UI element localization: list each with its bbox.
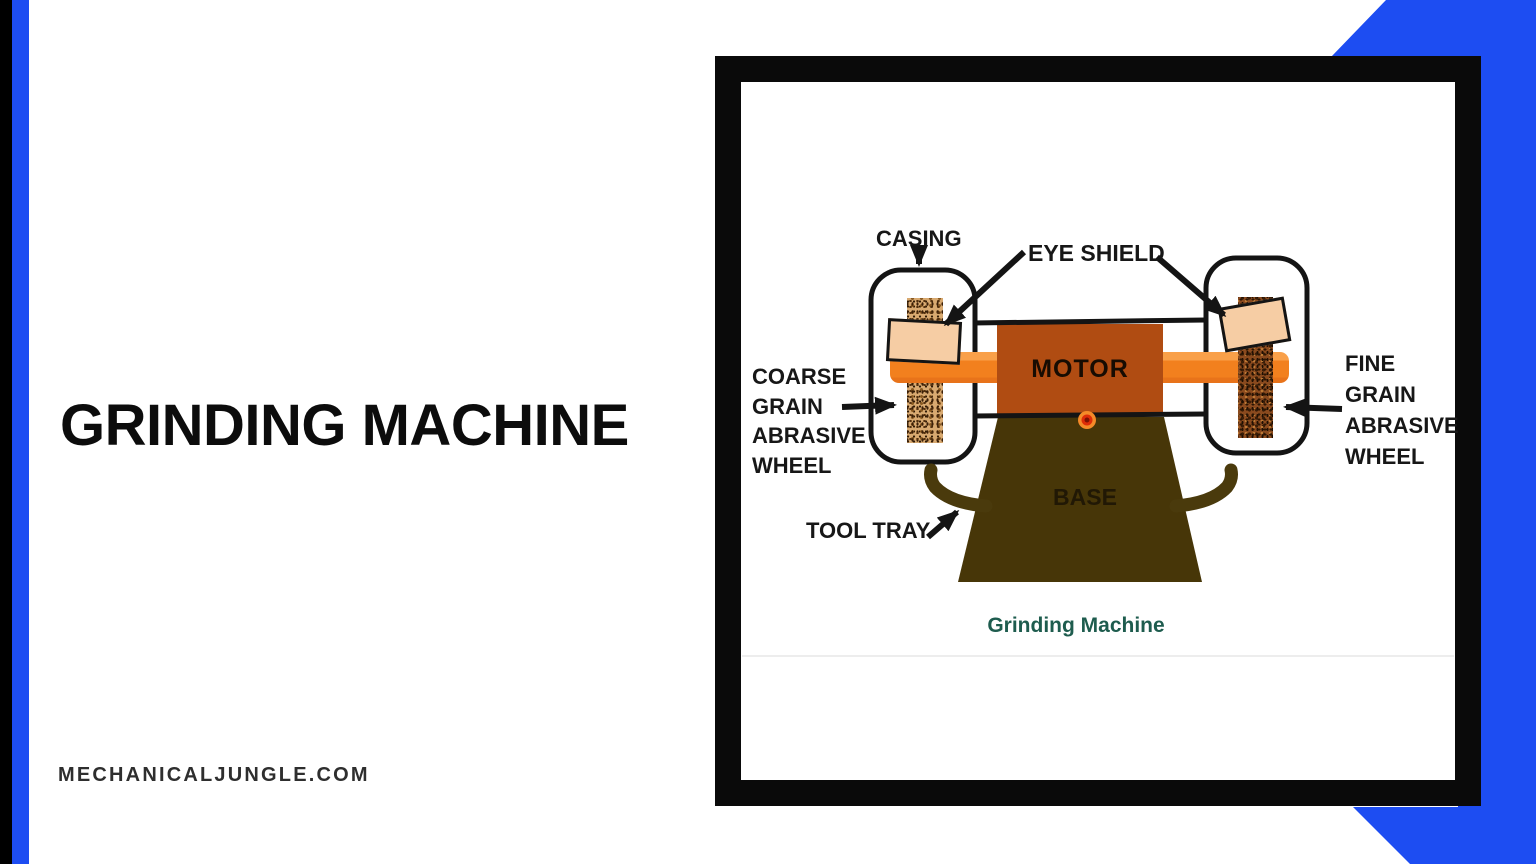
eye-shield-label: EYE SHIELD xyxy=(1028,240,1165,266)
fine-wheel-label-line2: GRAIN xyxy=(1345,382,1416,407)
base-label: BASE xyxy=(1053,484,1117,510)
motor-box: MOTOR xyxy=(997,324,1163,414)
motor-label: MOTOR xyxy=(1031,354,1129,383)
page-title: GRINDING MACHINE xyxy=(60,393,629,458)
fine-wheel-label-line4: WHEEL xyxy=(1345,444,1425,469)
coarse-wheel-label-line1: COARSE xyxy=(752,364,847,389)
left-blue-strip xyxy=(12,0,29,864)
tool-tray-label: TOOL TRAY xyxy=(806,518,931,543)
coarse-wheel-label: COARSE GRAIN ABRASIVE WHEEL xyxy=(752,362,866,480)
figure-bottom-divider xyxy=(742,655,1454,657)
fine-wheel-label-line3: ABRASIVE xyxy=(1345,413,1459,438)
left-black-strip xyxy=(0,0,12,864)
figure-caption: Grinding Machine xyxy=(987,614,1165,637)
fine-wheel-label-line1: FINE xyxy=(1345,351,1396,376)
coarse-wheel-label-line2: GRAIN xyxy=(752,393,823,419)
coarse-wheel-label-line3: ABRASIVE xyxy=(752,423,866,448)
left-eye-shield xyxy=(885,318,963,365)
brand-footer: MECHANICALJUNGLE.COM xyxy=(58,764,370,786)
fine-wheel-label: FINE GRAIN ABRASIVE WHEEL xyxy=(1345,348,1459,472)
coarse-wheel-label-line4: WHEEL xyxy=(752,452,832,478)
casing-label: CASING xyxy=(876,226,962,251)
